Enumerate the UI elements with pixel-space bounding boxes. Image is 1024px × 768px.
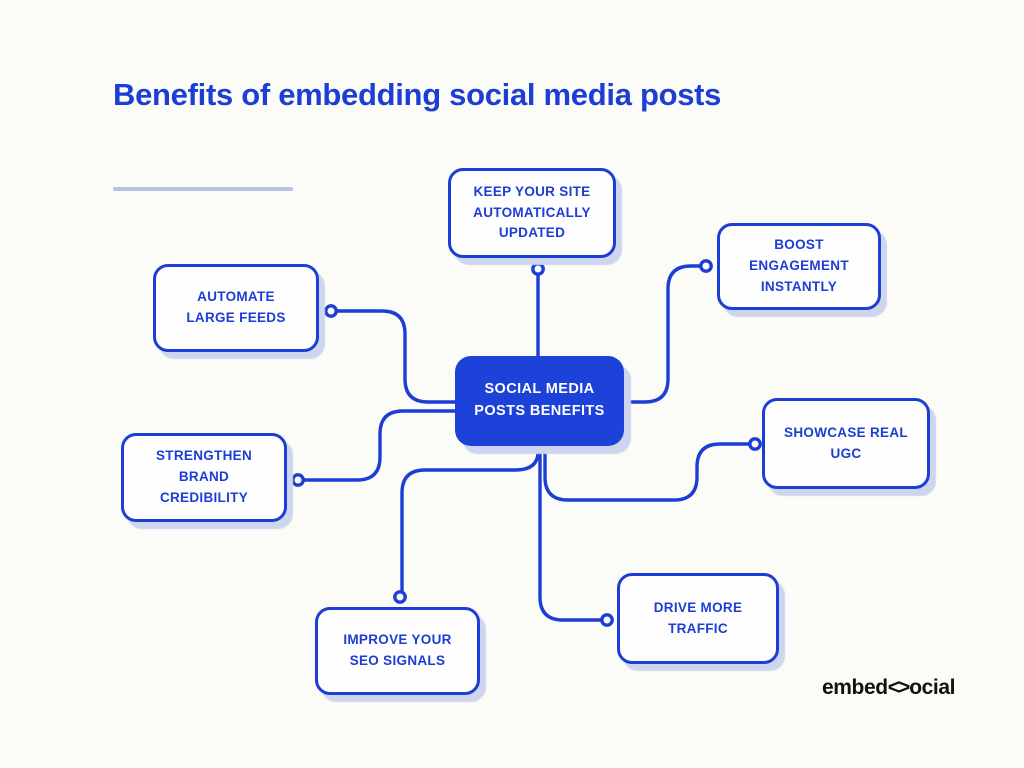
node-showcase-ugc: SHOWCASE REAL UGC	[762, 398, 930, 489]
connector-showcase-ugc	[543, 442, 751, 502]
node-strengthen-brand-label: STRENGTHEN BRAND CREDIBILITY	[155, 448, 252, 505]
connector-drive-traffic	[538, 444, 603, 622]
central-node: SOCIAL MEDIA POSTS BENEFITS	[455, 356, 624, 446]
central-node-label: SOCIAL MEDIA POSTS BENEFITS	[474, 381, 605, 419]
connector-dot-boost-engagement	[699, 259, 713, 273]
node-automate-feeds-label: AUTOMATE LARGE FEEDS	[186, 289, 286, 325]
connector-improve-seo	[400, 444, 540, 593]
logo-brackets-icon: <>	[887, 676, 910, 699]
node-boost-engagement-label: BOOST ENGAGEMENT INSTANTLY	[749, 237, 849, 294]
title-underline	[113, 187, 293, 191]
node-keep-site: KEEP YOUR SITE AUTOMATICALLY UPDATED	[448, 168, 616, 258]
logo-text-suffix: ocial	[909, 676, 956, 699]
node-drive-traffic-label: DRIVE MORE TRAFFIC	[653, 599, 743, 636]
node-strengthen-brand: STRENGTHEN BRAND CREDIBILITY	[121, 433, 287, 522]
connector-dot-strengthen-brand	[291, 473, 305, 487]
embedsocial-logo: embed<>ocial	[822, 676, 955, 700]
node-improve-seo: IMPROVE YOUR SEO SIGNALS	[315, 607, 480, 695]
connector-dot-keep-site	[531, 262, 545, 276]
node-drive-traffic: DRIVE MORE TRAFFIC	[617, 573, 779, 664]
logo-text-prefix: embed	[822, 676, 888, 699]
page-title: Benefits of embedding social media posts	[113, 77, 722, 112]
connector-dot-automate-feeds	[324, 304, 338, 318]
node-boost-engagement: BOOST ENGAGEMENT INSTANTLY	[717, 223, 881, 310]
connector-strengthen-brand	[302, 409, 457, 482]
node-improve-seo-label: IMPROVE YOUR SEO SIGNALS	[343, 632, 452, 668]
connector-boost-engagement	[622, 264, 702, 404]
connector-dot-improve-seo	[393, 590, 407, 604]
node-keep-site-label: KEEP YOUR SITE AUTOMATICALLY UPDATED	[473, 183, 591, 241]
node-automate-feeds: AUTOMATE LARGE FEEDS	[153, 264, 319, 352]
connector-dot-showcase-ugc	[748, 437, 762, 451]
node-showcase-ugc-label: SHOWCASE REAL UGC	[784, 424, 908, 461]
connector-automate-feeds	[335, 309, 457, 404]
connector-dot-drive-traffic	[600, 613, 614, 627]
